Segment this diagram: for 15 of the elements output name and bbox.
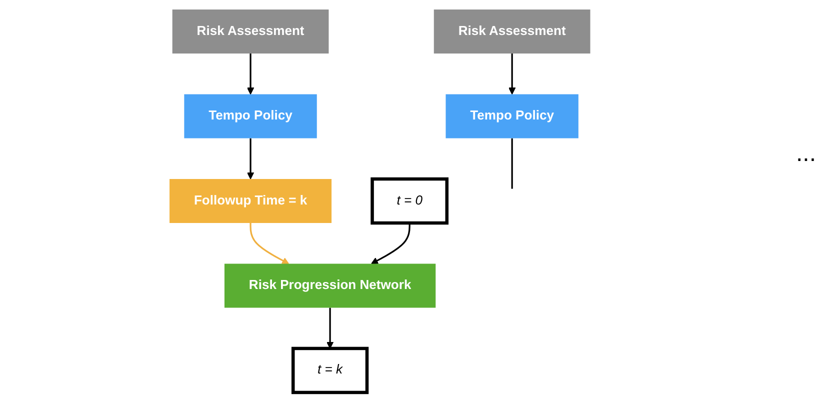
node-box: Risk Assessment xyxy=(172,10,329,54)
arrow xyxy=(247,138,254,180)
node-box: Tempo Policy xyxy=(446,94,579,138)
arrow xyxy=(326,308,334,349)
arrow xyxy=(371,223,410,264)
node-box: Tempo Policy xyxy=(184,94,317,138)
node-box: Followup Time = k xyxy=(170,179,332,223)
arrow xyxy=(508,54,516,95)
arrow xyxy=(247,54,254,95)
node-box: Risk Progression Network xyxy=(224,264,436,308)
connector xyxy=(511,138,513,189)
node-box: Risk Assessment xyxy=(434,10,590,54)
ellipsis-note: ... xyxy=(796,140,816,168)
node-box: t = 0 xyxy=(370,177,449,225)
arrow xyxy=(250,223,290,264)
